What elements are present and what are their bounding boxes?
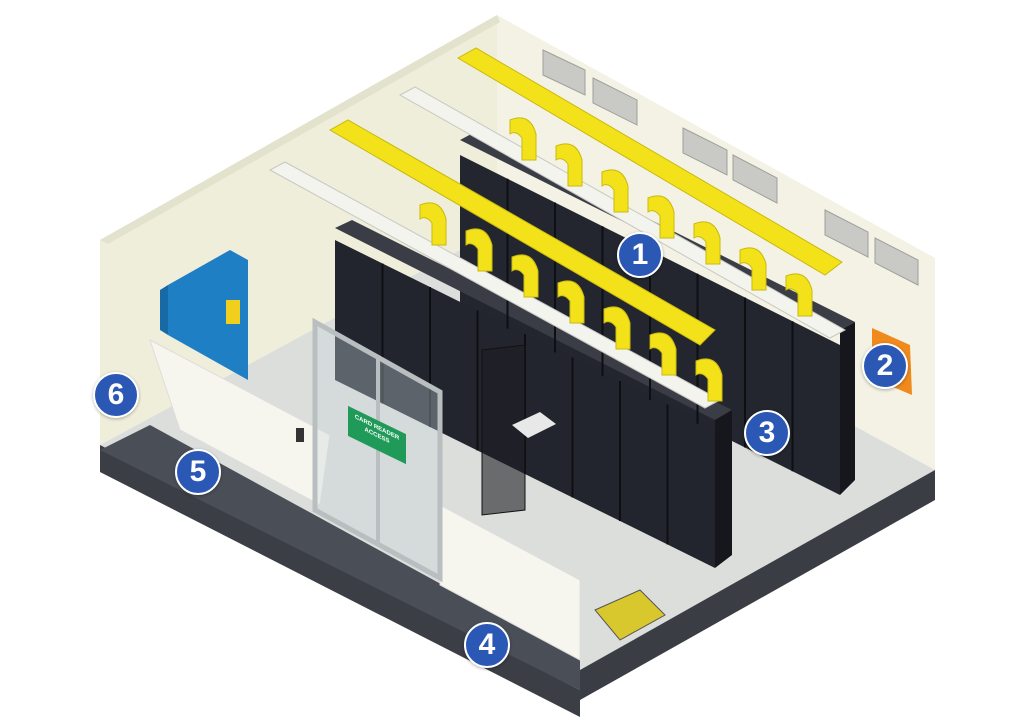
callout-2: 2 (862, 343, 908, 389)
wall-top-left (100, 15, 500, 244)
duct-drop (509, 117, 537, 161)
callout-1: 1 (617, 232, 663, 278)
warning-label (226, 300, 240, 324)
card-reader (296, 428, 304, 442)
duct-drop (511, 254, 539, 298)
duct-drops (419, 117, 813, 402)
duct-drop (603, 306, 631, 350)
callout-3: 3 (744, 410, 790, 456)
duct-drop (555, 143, 583, 187)
partition-wall (149, 338, 331, 506)
cooling-duct-back (456, 47, 843, 276)
cooling-duct-front (328, 119, 716, 346)
duct-drop (693, 221, 721, 265)
duct-drop (647, 195, 675, 239)
duct-drop (695, 358, 723, 402)
rack-open-door (481, 344, 526, 516)
floor-side-right (580, 470, 935, 700)
duct-drop (739, 247, 767, 291)
duct-drop (557, 280, 585, 324)
wall-vents (542, 49, 919, 286)
floor-trim-front (100, 445, 580, 717)
duct-drop (649, 332, 677, 376)
open-floor-tile (594, 589, 666, 641)
duct-drop (601, 169, 629, 213)
callout-6: 6 (93, 372, 139, 418)
laptop-shelf (512, 412, 556, 438)
callout-5: 5 (175, 449, 221, 495)
duct-drop (419, 202, 447, 246)
callout-4: 4 (464, 622, 510, 668)
duct-drop (785, 273, 813, 317)
duct-drop (465, 228, 493, 272)
electrical-cabinet (160, 250, 248, 380)
front-walkway (100, 425, 580, 690)
